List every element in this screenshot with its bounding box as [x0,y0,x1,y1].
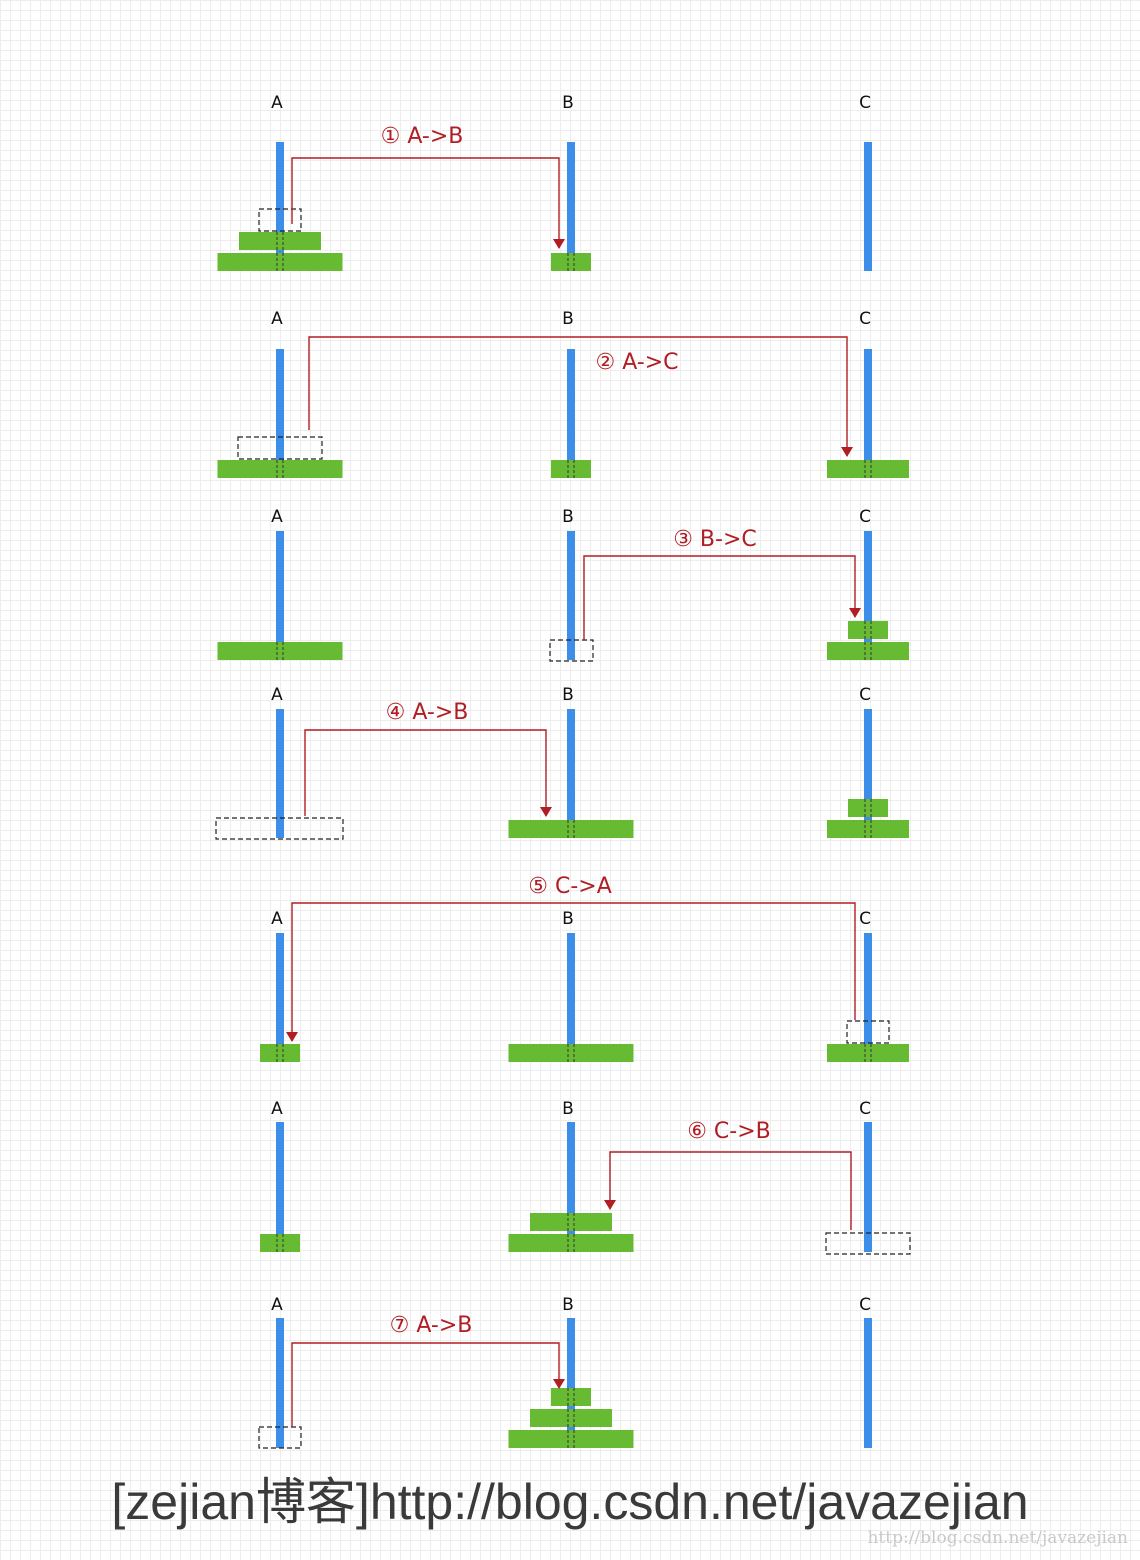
disk-size-3 [508,1044,634,1062]
disk-size-3 [508,1430,634,1448]
peg-label-b: B [562,909,574,929]
peg-b [567,531,575,660]
move-label: ⑦ A->B [390,1313,473,1338]
move-label: ⑤ C->A [528,874,612,899]
peg-label-a: A [271,909,283,929]
move-arrow [304,729,552,817]
peg-label-a: A [271,309,283,329]
peg-b [567,142,575,271]
peg-c [864,1122,872,1252]
tower-of-hanoi-diagram: A B C ① A->B A B C ② A->C A B C ③ B->C A B C ④ A->B A B C ⑤… [215,93,911,1449]
disk-size-1 [551,460,591,478]
peg-label-b: B [562,685,574,705]
peg-label-c: C [859,309,871,329]
move-label: ④ A->B [386,700,469,725]
peg-label-a: A [271,93,283,113]
peg-label-b: B [562,309,574,329]
disk-size-2 [239,232,321,250]
disk-size-1 [848,799,888,817]
peg-c [864,709,872,838]
moved-disk-origin-outline [258,1426,302,1449]
disk-size-3 [508,820,634,838]
disk-size-2 [530,1213,612,1231]
peg-label-c: C [859,1099,871,1119]
disk-size-2 [530,1409,612,1427]
move-label: ⑥ C->B [687,1119,771,1144]
peg-b [567,349,575,478]
disk-size-3 [217,253,343,271]
peg-a [276,349,284,478]
peg-a [276,531,284,660]
disk-size-1 [260,1234,300,1252]
peg-a [276,709,284,838]
peg-label-a: A [271,1295,283,1315]
move-arrow [583,555,861,640]
peg-b [567,1122,575,1252]
disk-size-1 [260,1044,300,1062]
peg-c [864,933,872,1062]
peg-label-b: B [562,93,574,113]
peg-a [276,933,284,1062]
disk-size-3 [217,642,343,660]
peg-label-b: B [562,507,574,527]
move-arrow [308,336,853,457]
disk-size-1 [551,253,591,271]
peg-a [276,1318,284,1448]
peg-b [567,709,575,838]
peg-c [864,349,872,478]
move-arrow [291,1342,565,1427]
peg-b [567,933,575,1062]
peg-a [276,142,284,271]
peg-c [864,531,872,660]
peg-b [567,1318,575,1448]
peg-label-a: A [271,685,283,705]
disk-size-2 [827,820,909,838]
peg-c [864,1318,872,1448]
peg-label-a: A [271,1099,283,1119]
disk-size-2 [827,642,909,660]
peg-label-c: C [859,1295,871,1315]
move-label: ② A->C [595,350,678,375]
peg-c [864,142,872,271]
watermark: http://blog.csdn.net/javazejian [867,1528,1128,1548]
moved-disk-origin-outline [258,208,302,232]
disk-size-1 [551,1388,591,1406]
move-arrow [291,157,565,249]
move-label: ③ B->C [673,527,757,552]
peg-label-b: B [562,1099,574,1119]
moved-disk-origin-outline [237,436,323,460]
peg-label-c: C [859,685,871,705]
peg-a [276,1122,284,1252]
moved-disk-origin-outline [846,1020,890,1044]
moved-disk-origin-outline [215,817,344,840]
move-arrow [286,902,856,1042]
disk-size-3 [217,460,343,478]
disk-size-2 [827,460,909,478]
peg-label-c: C [859,507,871,527]
peg-label-c: C [859,93,871,113]
moved-disk-origin-outline [825,1232,911,1255]
peg-label-a: A [271,507,283,527]
footer-caption: [zejian博客]http://blog.csdn.net/javazejia… [111,1474,1029,1530]
peg-label-b: B [562,1295,574,1315]
disk-size-2 [827,1044,909,1062]
move-label: ① A->B [381,124,464,149]
move-arrow [604,1151,852,1230]
disk-size-1 [848,621,888,639]
peg-label-c: C [859,909,871,929]
disk-size-3 [508,1234,634,1252]
